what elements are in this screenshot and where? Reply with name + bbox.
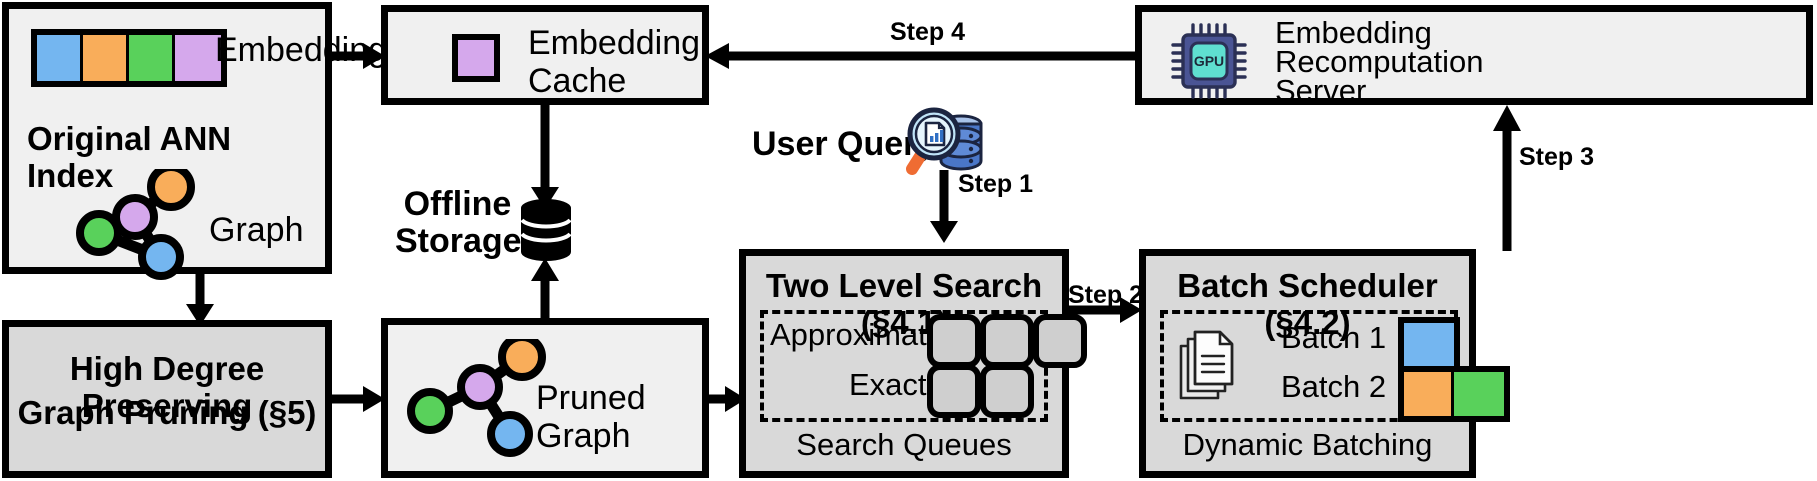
step-4-label: Step 4 bbox=[890, 18, 966, 46]
queue-row-label-approximate: Approximate bbox=[770, 317, 945, 352]
step-3-label: Step 3 bbox=[1519, 143, 1595, 171]
graph-pruning-box: High Degree Preserving Graph Pruning (§5… bbox=[2, 320, 332, 478]
search-queues-footer: Search Queues bbox=[796, 427, 1012, 462]
batch-scheduler-box: Batch Scheduler (§4.2) Batch 1 Batch 2 D… bbox=[1139, 249, 1510, 478]
batch-1-swatches bbox=[1398, 317, 1460, 373]
arrow-pruned-graph-to-storage bbox=[525, 258, 565, 326]
queue-slot bbox=[927, 314, 981, 368]
recomputation-server-line3: Server bbox=[1275, 73, 1367, 108]
offline-storage-line1: Offline bbox=[403, 185, 512, 223]
step-2-label: Step 2 bbox=[1068, 281, 1144, 309]
queue-slot bbox=[980, 364, 1034, 418]
pruned-graph-label: Pruned Graph bbox=[536, 379, 646, 456]
search-database-icon bbox=[906, 107, 983, 175]
queue-slot bbox=[980, 314, 1034, 368]
arrow-index-to-pruning bbox=[180, 272, 220, 327]
documents-icon bbox=[1179, 330, 1234, 400]
database-icon bbox=[520, 199, 572, 261]
batch-1-label: Batch 1 bbox=[1281, 320, 1387, 355]
original-graph-icon bbox=[76, 169, 195, 280]
recomputation-server-line1: Embedding bbox=[1275, 15, 1432, 50]
arrow-pruned-graph-to-search bbox=[707, 379, 747, 419]
offline-storage-line2: Storage bbox=[395, 222, 522, 260]
arrow-cache-to-storage bbox=[525, 105, 565, 210]
arrow-scheduler-to-server bbox=[1487, 105, 1527, 251]
recomputation-server-box: GPU Embedding Recomputation Server bbox=[1135, 5, 1813, 108]
batch-swatch bbox=[1454, 372, 1504, 416]
arrow-server-to-cache bbox=[705, 36, 1137, 76]
embedding-cell bbox=[37, 35, 83, 81]
queue-slots-exact bbox=[927, 364, 1034, 418]
batch-swatch bbox=[1404, 372, 1454, 416]
embedding-strip-icon bbox=[31, 29, 227, 87]
pruned-graph-icon bbox=[407, 339, 546, 457]
step-1-label: Step 1 bbox=[958, 170, 1034, 198]
embedding-cache-swatch-icon bbox=[452, 34, 500, 82]
batch-swatch bbox=[1404, 323, 1454, 367]
embedding-cell bbox=[175, 35, 221, 81]
dynamic-batching-footer: Dynamic Batching bbox=[1182, 427, 1433, 462]
queue-slot bbox=[927, 364, 981, 418]
embedding-cell bbox=[129, 35, 175, 81]
embedding-cache-line1: Embedding bbox=[528, 24, 701, 62]
arrow-pruning-to-pruned-graph bbox=[330, 379, 386, 419]
embedding-label: Embedding bbox=[215, 31, 388, 69]
pruned-graph-box: Pruned Graph bbox=[381, 318, 709, 478]
arrow-index-to-cache bbox=[330, 36, 386, 76]
graph-pruning-line2: Graph Pruning (§5) bbox=[17, 394, 317, 431]
batch-2-swatches bbox=[1398, 366, 1510, 422]
two-level-search-box: Two Level Search (§4.1) Approximate Exac… bbox=[739, 249, 1087, 478]
embedding-cache-line2: Cache bbox=[528, 62, 627, 100]
gpu-icon: GPU bbox=[1171, 23, 1247, 99]
graph-label: Graph bbox=[209, 211, 304, 249]
gpu-icon-text: GPU bbox=[1194, 53, 1224, 69]
embedding-cell bbox=[83, 35, 129, 81]
queue-slots-approximate bbox=[927, 314, 1087, 368]
original-ann-index-title: Original ANN Index bbox=[27, 120, 232, 194]
embedding-cache-box: Embedding Cache bbox=[381, 5, 709, 105]
arrow-search-to-scheduler bbox=[1067, 290, 1143, 330]
recomputation-server-line2: Recomputation bbox=[1275, 44, 1484, 79]
queue-row-label-exact: Exact bbox=[849, 367, 927, 402]
user-query-label: User Query bbox=[752, 125, 936, 163]
batch-2-label: Batch 2 bbox=[1281, 369, 1387, 404]
queue-slot bbox=[1033, 314, 1087, 368]
original-ann-index-box: Embedding Original ANN Index Graph bbox=[2, 2, 387, 280]
arrow-query-to-search bbox=[924, 170, 964, 244]
graph-pruning-line1: High Degree Preserving bbox=[69, 350, 265, 424]
